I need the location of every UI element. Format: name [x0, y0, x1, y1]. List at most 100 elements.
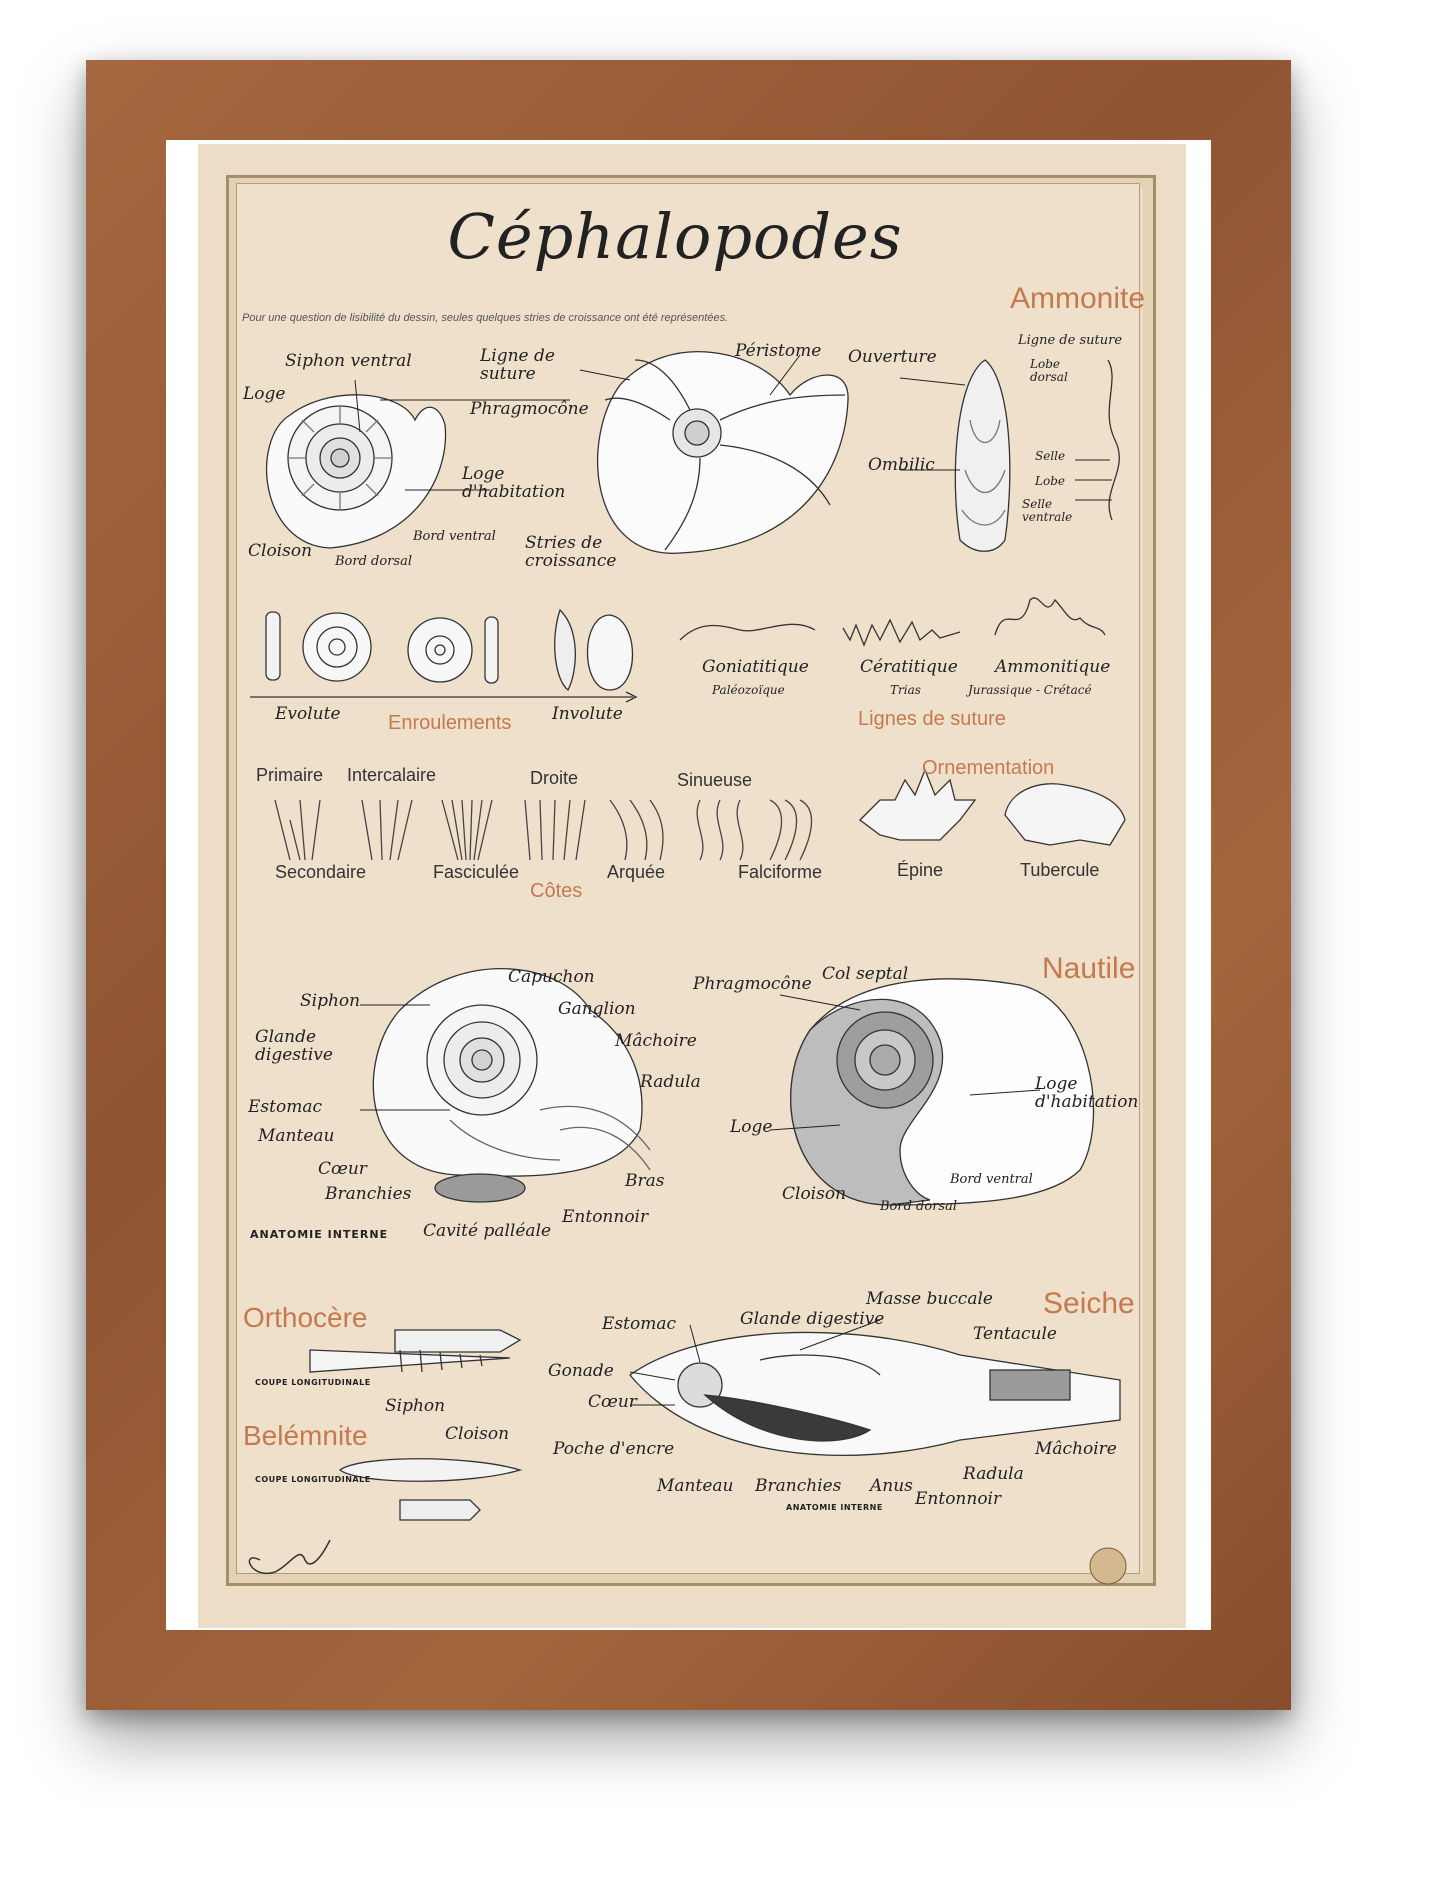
anat-capuchon: Capuchon — [508, 967, 595, 987]
seiche-masse-buccale: Masse buccale — [866, 1289, 993, 1309]
title-cotes: Côtes — [530, 880, 583, 902]
poster-border — [226, 175, 1156, 1586]
title-lignes-suture: Lignes de suture — [858, 708, 1006, 730]
naut-col-septal: Col septal — [822, 964, 909, 984]
publisher-logo — [1089, 1547, 1127, 1585]
orn-tubercule: Tubercule — [1020, 860, 1100, 880]
cote-sinueuse: Sinueuse — [677, 770, 753, 790]
seiche-anus: Anus — [870, 1476, 913, 1496]
section-ammonite: Ammonite — [1010, 282, 1146, 315]
cote-falciforme: Falciforme — [738, 862, 823, 882]
naut-bord-dorsal: Bord dorsal — [880, 1199, 957, 1214]
seiche-caption: ANATOMIE INTERNE — [786, 1503, 883, 1512]
section-seiche: Seiche — [1043, 1287, 1135, 1320]
title-enroulements: Enroulements — [388, 712, 512, 734]
anat-branchies: Branchies — [325, 1184, 412, 1204]
anat-manteau: Manteau — [258, 1126, 335, 1146]
label-selle-ventrale: Selle ventrale — [1022, 497, 1073, 524]
seiche-glande: Glande digestive — [740, 1309, 885, 1329]
ortho-caption: COUPE LONGITUDINALE — [255, 1378, 371, 1387]
anat-coeur: Cœur — [318, 1159, 367, 1179]
label-loge-habitation: Loge d'habitation — [462, 464, 566, 502]
section-nautile: Nautile — [1042, 952, 1136, 985]
legibility-note: Pour une question de lisibilité du dessi… — [242, 312, 729, 324]
cote-droite: Droite — [530, 768, 579, 788]
suture-line-drawing — [1107, 359, 1120, 521]
naut-loge: Loge — [730, 1117, 773, 1137]
naut-bord-ventral: Bord ventral — [950, 1172, 1033, 1187]
orthocere-illustration — [309, 1329, 522, 1373]
anat-machoire: Mâchoire — [615, 1031, 697, 1051]
label-peristome: Péristome — [735, 341, 822, 361]
seiche-manteau: Manteau — [657, 1476, 734, 1496]
cote-arquee: Arquée — [607, 862, 666, 882]
label-ombilic: Ombilic — [868, 455, 935, 475]
ortho-siphon: Siphon — [385, 1396, 446, 1416]
label-lobe-dorsal: Lobe dorsal — [1030, 357, 1068, 384]
naut-cloison: Cloison — [782, 1184, 847, 1204]
ammonite-shell-large-illustration — [597, 351, 849, 554]
label-suture-title: Ligne de suture — [1018, 333, 1123, 348]
orn-epine: Épine — [897, 860, 944, 880]
anat-radula: Radula — [640, 1072, 701, 1092]
cote-secondaire: Secondaire — [275, 862, 367, 882]
cote-fasciculee: Fasciculée — [433, 862, 520, 882]
label-lobe: Lobe — [1035, 474, 1065, 488]
suture-3-name: Ammonitique — [995, 657, 1111, 677]
signature-drawing — [248, 1539, 331, 1575]
belemnite-caption: COUPE LONGITUDINALE — [255, 1475, 371, 1484]
label-ouverture: Ouverture — [848, 347, 937, 367]
cote-primaire: Primaire — [256, 765, 324, 785]
belemnite-illustration — [338, 1458, 523, 1521]
label-involute: Involute — [552, 704, 623, 724]
suture-1-name: Goniatitique — [702, 657, 809, 677]
label-cloison: Cloison — [248, 541, 313, 561]
seiche-entonnoir: Entonnoir — [915, 1489, 1002, 1509]
naut-phragmocone: Phragmocône — [693, 974, 812, 994]
anat-cavite: Cavité palléale — [423, 1221, 552, 1241]
label-selle: Selle — [1035, 449, 1066, 463]
label-stries: Stries de croissance — [525, 533, 617, 571]
anat-bras: Bras — [625, 1171, 665, 1191]
seiche-radula: Radula — [963, 1464, 1024, 1484]
section-belemnite: Belémnite — [243, 1420, 368, 1451]
label-bord-dorsal: Bord dorsal — [335, 554, 412, 569]
suture-types-drawings — [679, 597, 1106, 647]
section-orthocere: Orthocère — [243, 1302, 368, 1333]
seiche-estomac: Estomac — [602, 1314, 676, 1334]
ribs-drawings — [274, 799, 813, 861]
coiling-illustrations — [250, 608, 638, 703]
label-bord-ventral: Bord ventral — [413, 529, 496, 544]
ortho-cloison: Cloison — [445, 1424, 510, 1444]
seiche-branchies: Branchies — [755, 1476, 842, 1496]
seiche-tentacule: Tentacule — [973, 1324, 1057, 1344]
label-ligne-suture: Ligne de suture — [480, 346, 555, 384]
suture-2-name: Cératitique — [860, 657, 958, 677]
anat-caption: ANATOMIE INTERNE — [250, 1228, 389, 1241]
cuttlefish-illustration — [629, 1331, 1121, 1456]
nautilus-section-illustration — [790, 978, 1095, 1206]
ammonite-profile-illustration — [954, 359, 1011, 552]
anat-entonnoir: Entonnoir — [562, 1207, 649, 1227]
seiche-coeur: Cœur — [588, 1392, 637, 1412]
label-phragmocone: Phragmocône — [470, 399, 589, 419]
seiche-machoire: Mâchoire — [1035, 1439, 1117, 1459]
anat-glande: Glande digestive — [255, 1027, 333, 1065]
suture-2-era: Trias — [890, 683, 921, 697]
naut-loge-habitation: Loge d'habitation — [1035, 1074, 1139, 1112]
label-loge: Loge — [243, 384, 286, 404]
label-evolute: Evolute — [275, 704, 341, 724]
ammonite-shell-illustration — [265, 394, 447, 549]
seiche-poche-encre: Poche d'encre — [553, 1439, 675, 1459]
anat-ganglion: Ganglion — [558, 999, 636, 1019]
anat-estomac: Estomac — [248, 1097, 322, 1117]
seiche-gonade: Gonade — [548, 1361, 614, 1381]
suture-1-era: Paléozoïque — [712, 683, 785, 697]
suture-3-era: Jurassique - Crétacé — [968, 683, 1092, 697]
ornament-drawings — [859, 768, 1126, 846]
label-siphon-ventral: Siphon ventral — [285, 351, 412, 371]
poster-title: Céphalopodes — [447, 200, 903, 273]
anat-siphon: Siphon — [300, 991, 361, 1011]
cote-intercalaire: Intercalaire — [347, 765, 437, 785]
